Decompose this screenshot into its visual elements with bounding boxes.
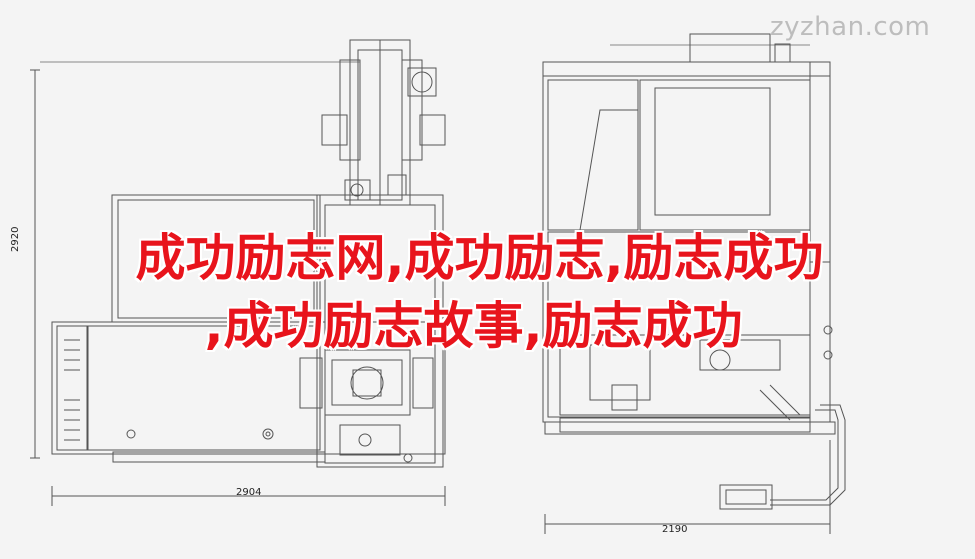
dim-left-width: 2904	[236, 487, 262, 498]
headline-line-1: 成功励志网,成功励志,励志成功	[135, 229, 824, 287]
right-machine-drawing	[542, 33, 846, 534]
headline-line-2: ,成功励志故事,励志成功	[204, 297, 743, 355]
left-machine-drawing	[30, 39, 446, 506]
watermark-text: zyzhan.com	[770, 12, 931, 42]
dim-right-width: 2190	[662, 524, 688, 535]
